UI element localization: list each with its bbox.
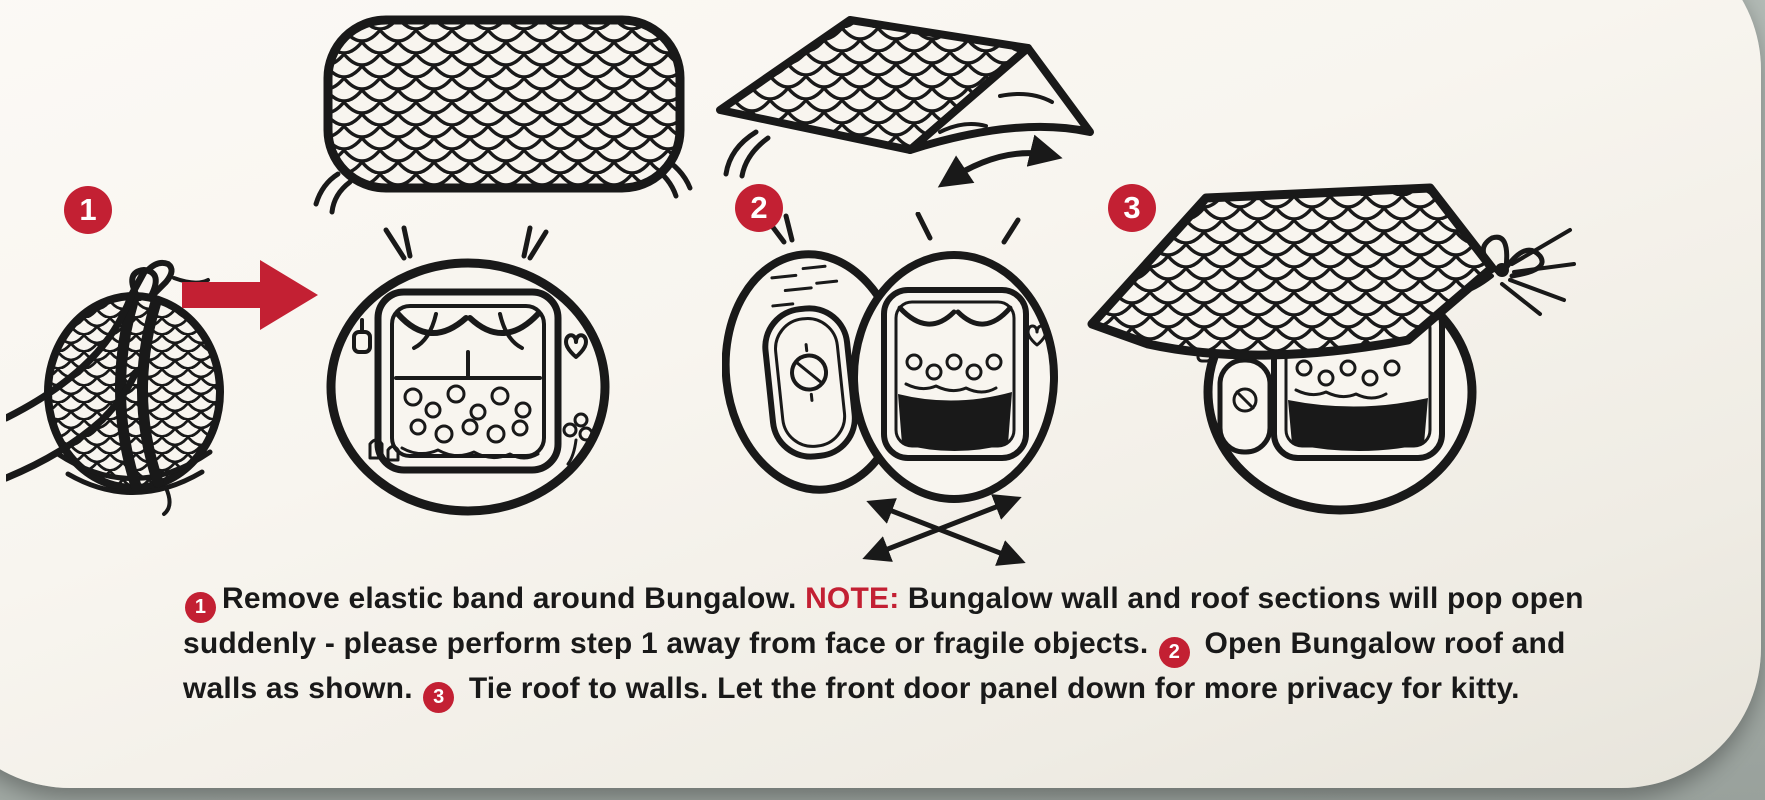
instruction-text: Bungalow wall and roof sections will pop… <box>899 582 1584 615</box>
rotate-arrow-icon <box>937 134 1063 188</box>
instructions-line-2: suddenly - please perform step 1 away fr… <box>183 623 1584 668</box>
bow-tie <box>1460 228 1576 316</box>
heart-icon <box>564 333 588 359</box>
instruction-text: walls as shown. <box>183 672 422 705</box>
step3-inline-badge: 3 <box>423 682 455 713</box>
front-door <box>1217 357 1273 455</box>
red-arrow-icon <box>182 260 318 330</box>
dark-opening <box>898 392 1012 451</box>
elastic-band <box>115 292 142 492</box>
step1-badge: 1 <box>64 186 112 234</box>
flower-scribbles <box>400 384 540 460</box>
heart-icon <box>1026 324 1048 347</box>
roof-panel-illustration <box>313 15 693 215</box>
step2-badge: 2 <box>735 184 783 232</box>
instructions-line-3: walls as shown. 3 Tie roof to walls. Let… <box>183 668 1584 713</box>
instruction-text: Open Bungalow roof and <box>1195 627 1566 660</box>
hand-folded-bungalow-illustration <box>6 259 224 516</box>
step3-badge: 3 <box>1108 184 1156 232</box>
lantern-icon <box>352 330 372 354</box>
roof-opening-illustration <box>716 16 1094 188</box>
tied-roof <box>1087 183 1497 360</box>
hand-outline <box>6 268 148 422</box>
dark-opening <box>1288 398 1428 451</box>
instruction-text: Tie roof to walls. Let the front door pa… <box>460 672 1520 705</box>
walls-opening-illustration <box>722 212 1058 503</box>
instruction-text: suddenly - please perform step 1 away fr… <box>183 627 1157 660</box>
flower-cluster <box>562 412 594 466</box>
window-wall-section <box>850 251 1058 503</box>
step1-inline-badge: 1 <box>185 592 216 623</box>
spread-arrows-icon <box>862 494 1026 566</box>
assembled-bungalow-illustration <box>1087 183 1576 515</box>
instruction-text: Remove elastic band around Bungalow. <box>222 582 806 615</box>
step2-inline-badge: 2 <box>1158 637 1190 668</box>
note-label: NOTE: <box>805 582 900 615</box>
wall-section-illustration <box>326 225 610 516</box>
